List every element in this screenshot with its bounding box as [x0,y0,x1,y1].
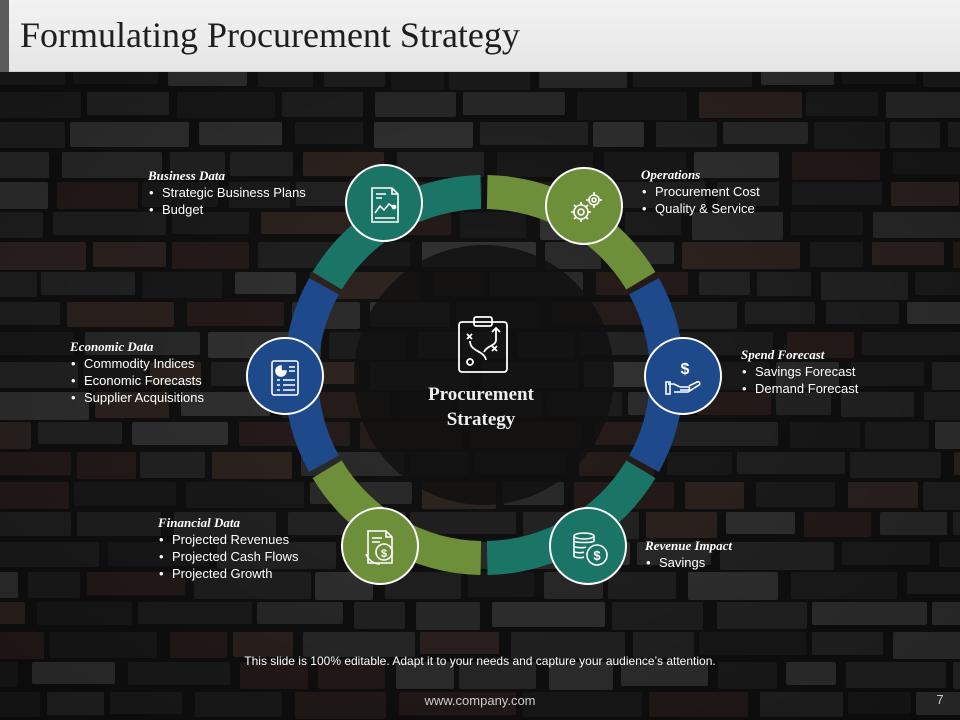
strategy-clipboard-icon [458,316,508,373]
financial-data-item: Projected Revenues [158,531,298,548]
title-bar: Formulating Procurement Strategy [0,0,960,72]
ring-inner-disc [354,245,614,505]
operations-item: Quality & Service [641,200,760,217]
slide-title: Formulating Procurement Strategy [20,15,520,55]
business-data-heading: Business Data [148,168,225,183]
economic-data-item: Supplier Acquisitions [70,389,204,406]
coins-icon: $ [573,532,608,566]
title-accent [0,0,9,72]
revenue-impact-block: Revenue Impact Savings [645,537,732,571]
svg-text:$: $ [381,548,387,560]
revenue-impact-item: Savings [645,554,732,571]
revenue-impact-node: $ [549,507,627,585]
page-number: 7 [936,692,944,707]
economic-data-block: Economic Data Commodity Indices Economic… [70,338,204,406]
document-chart-icon [371,187,399,223]
business-data-item: Budget [148,201,306,218]
center-label-line2: Strategy [446,409,516,430]
spend-forecast-heading: Spend Forecast [741,347,825,362]
economic-data-heading: Economic Data [70,339,154,354]
economic-data-item: Economic Forecasts [70,372,204,389]
business-data-block: Business Data Strategic Business Plans B… [148,167,306,218]
business-data-item: Strategic Business Plans [148,184,306,201]
spend-forecast-block: Spend Forecast Savings Forecast Demand F… [741,346,858,397]
financial-data-heading: Financial Data [158,515,240,530]
svg-text:$: $ [681,361,690,378]
financial-data-node: $ [341,507,419,585]
spend-forecast-item: Savings Forecast [741,363,858,380]
operations-item: Procurement Cost [641,183,760,200]
financial-data-item: Projected Cash Flows [158,548,298,565]
operations-block: Operations Procurement Cost Quality & Se… [641,166,760,217]
revenue-impact-heading: Revenue Impact [645,538,733,553]
financial-data-block: Financial Data Projected Revenues Projec… [158,514,298,582]
operations-heading: Operations [641,167,701,182]
business-data-node [345,164,423,242]
center-label-line1: Procurement [428,384,534,405]
economic-data-item: Commodity Indices [70,355,204,372]
footer-note: This slide is 100% editable. Adapt it to… [244,654,716,668]
operations-node [545,167,623,245]
financial-data-item: Projected Growth [158,565,298,582]
center-label: Procurement Strategy [400,382,562,432]
footer-url[interactable]: www.company.com [424,693,536,708]
spend-forecast-item: Demand Forecast [741,380,858,397]
document-coin-icon: $ [365,530,393,565]
economic-data-node [246,337,324,415]
report-chart-icon [271,360,299,396]
dollar-hand-icon: $ [665,361,701,395]
spend-forecast-node: $ [644,337,722,415]
gears-icon [571,192,602,222]
svg-text:$: $ [593,548,601,563]
